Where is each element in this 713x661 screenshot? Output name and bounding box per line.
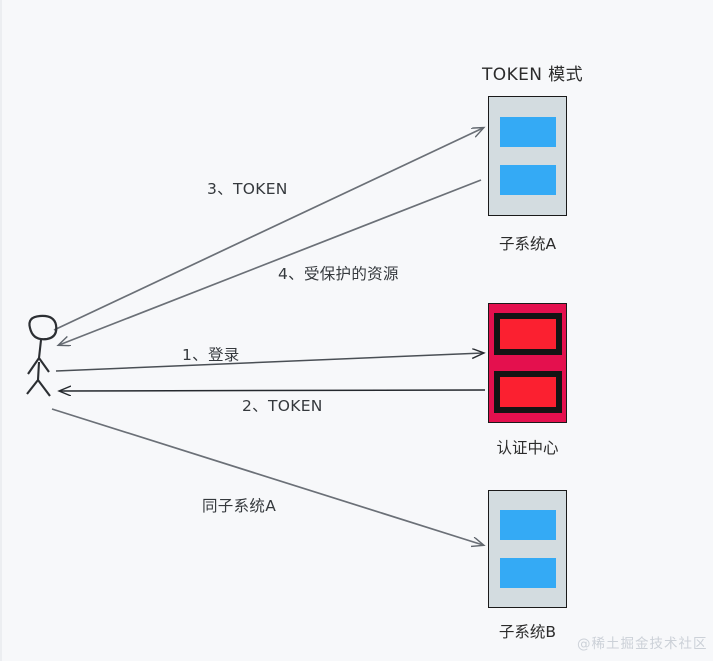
edge-label-1-login: 1、登录	[182, 346, 240, 364]
auth-center-bar-1	[493, 313, 562, 355]
node-subsystem-b[interactable]	[488, 490, 567, 608]
subsystem-a-bar-1	[499, 117, 556, 147]
connector-3-token	[53, 128, 483, 331]
actor-lower-body	[26, 361, 51, 397]
watermark: @稀土掘金技术社区	[577, 636, 708, 652]
diagram-title: TOKEN 模式	[482, 65, 583, 85]
subsystem-a-bar-2	[499, 165, 556, 195]
subsystem-b-bar-2	[499, 558, 556, 588]
edge-label-same-as-a: 同子系统A	[202, 497, 277, 515]
connector-same-as-a	[51, 408, 483, 545]
edge-label-2-token: 2、TOKEN	[242, 397, 323, 415]
edge-label-3-token: 3、TOKEN	[207, 180, 288, 198]
node-auth-center-caption: 认证中心	[496, 439, 559, 457]
connector-4-resource	[59, 179, 482, 345]
actor-upper-body	[27, 339, 50, 375]
connector-2-token	[60, 390, 486, 391]
node-auth-center[interactable]	[488, 303, 567, 423]
node-subsystem-a-caption: 子系统A	[498, 235, 557, 253]
connector-1-login	[55, 353, 483, 372]
auth-center-bar-2	[493, 371, 562, 413]
node-subsystem-a[interactable]	[488, 96, 567, 216]
actor-head	[28, 314, 58, 341]
user-actor	[26, 314, 58, 397]
edge-label-4-resource: 4、受保护的资源	[278, 265, 399, 283]
subsystem-b-bar-1	[499, 510, 556, 540]
node-subsystem-b-caption: 子系统B	[498, 623, 557, 641]
